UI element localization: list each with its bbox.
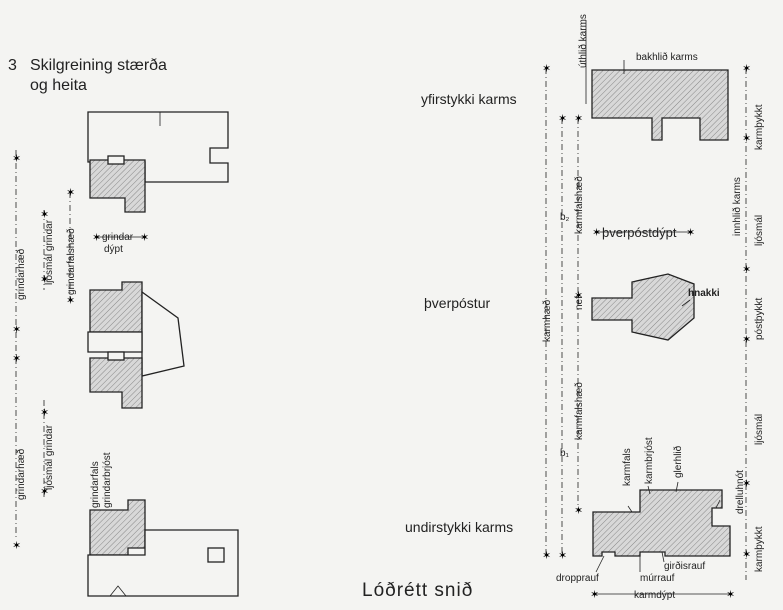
- label-undirstykki-karms: undirstykki karms: [405, 519, 513, 535]
- label-nef: nef: [574, 296, 585, 310]
- svg-text:✶: ✶: [12, 324, 21, 336]
- section-heading: 3 Skilgreining stærða og heita: [8, 56, 167, 96]
- label-bakhlid-karms: bakhlið karms: [636, 51, 698, 63]
- svg-text:✶: ✶: [686, 227, 695, 239]
- label-karmfals: karmfals: [622, 448, 633, 486]
- svg-text:✶: ✶: [742, 549, 751, 561]
- label-grindarhaed-top: grindarhæð: [15, 248, 27, 300]
- label-karmfalshaed-bottom: karmfalshæð: [573, 382, 585, 440]
- label-karmhaed: karmhæð: [541, 299, 553, 342]
- svg-text:✶: ✶: [742, 334, 751, 346]
- svg-text:✶: ✶: [742, 264, 751, 276]
- left-bottom-sash-section: [87, 499, 239, 597]
- svg-text:✶: ✶: [742, 133, 751, 145]
- svg-text:✶: ✶: [12, 153, 21, 165]
- label-drelluhnot: drelluhnót: [735, 470, 746, 514]
- label-innhlid-karms: innhlið karms: [731, 177, 743, 236]
- label-thverpostur: þverpóstur: [424, 295, 490, 311]
- svg-text:✶: ✶: [40, 274, 49, 286]
- label-postthykkt: póstþykkt: [754, 298, 765, 340]
- label-grindarfalshaed: grindarfalshæð: [65, 228, 77, 295]
- svg-text:✶: ✶: [92, 232, 101, 244]
- label-ljosmal-top: ljósmál: [754, 215, 765, 246]
- svg-text:✶: ✶: [140, 232, 149, 244]
- svg-text:✶: ✶: [558, 550, 567, 562]
- label-girdisrauf: girðisrauf: [664, 560, 705, 572]
- svg-text:✶: ✶: [40, 209, 49, 221]
- label-dropprauf: dropprauf: [556, 573, 599, 584]
- svg-text:✶: ✶: [742, 63, 751, 75]
- svg-text:✶: ✶: [558, 113, 567, 125]
- label-murrauf: múrrauf: [640, 573, 675, 584]
- svg-text:✶: ✶: [542, 63, 551, 75]
- label-karmdypt: karmdýpt: [634, 590, 675, 601]
- svg-text:✶: ✶: [590, 589, 599, 601]
- svg-text:✶: ✶: [40, 407, 49, 419]
- leader-lines: [595, 60, 721, 573]
- section-title-line1: Skilgreining stærða: [30, 57, 167, 74]
- svg-text:✶: ✶: [574, 113, 583, 125]
- label-karmthykkt-top: karmþykkt: [754, 104, 765, 150]
- label-glerhlid: glerhlið: [672, 445, 684, 478]
- label-grindarfals: grindarfals: [90, 461, 101, 508]
- label-grindarhaed-bottom: grindarhæð: [15, 448, 27, 500]
- section-title-line2: og heita: [30, 77, 87, 94]
- label-b1: b₁: [560, 448, 570, 459]
- svg-text:✶: ✶: [726, 589, 735, 601]
- label-grindardypt-line2: dýpt: [104, 244, 123, 255]
- label-thverpostdypt: þverpóstdýpt: [602, 225, 677, 240]
- label-yfirstykki-karms: yfirstykki karms: [421, 91, 517, 107]
- label-b2: b₂: [560, 212, 570, 223]
- label-grindardypt-line1: grindar: [102, 232, 134, 243]
- label-hnakki: hnakki: [688, 288, 720, 299]
- right-dimension-lines: ✶ ✶ ✶ ✶ ✶ ✶ ✶ ✶ ✶ ✶ ✶ ✶ ✶ ✶ ✶ ✶ ✶: [542, 20, 751, 601]
- svg-text:✶: ✶: [742, 478, 751, 490]
- label-karmbrjost: karmbrjóst: [644, 437, 655, 484]
- frame-head-section: [591, 69, 729, 141]
- left-dimension-lines: ✶ ✶ ✶ ✶ ✶ ✶ ✶ ✶ ✶ ✶ ✶ ✶: [12, 150, 149, 552]
- frame-sill-section: [592, 489, 731, 557]
- label-karmfalshaed-top: karmfalshæð: [573, 176, 585, 234]
- svg-text:✶: ✶: [592, 227, 601, 239]
- left-middle-sash-section: [87, 281, 185, 409]
- svg-text:✶: ✶: [40, 486, 49, 498]
- svg-text:✶: ✶: [12, 540, 21, 552]
- caption-lodrett-snid: Lóðrétt snið: [362, 580, 473, 601]
- label-ljosmal-grindar-top: ljósmál grindar: [44, 219, 55, 285]
- section-number: 3: [8, 57, 17, 74]
- svg-text:✶: ✶: [66, 295, 75, 307]
- transom-section: [591, 273, 695, 341]
- svg-text:✶: ✶: [574, 505, 583, 517]
- svg-text:✶: ✶: [542, 550, 551, 562]
- label-karmthykkt-bottom: karmþykkt: [754, 526, 765, 572]
- left-top-sash-section: [87, 111, 229, 213]
- svg-text:✶: ✶: [66, 187, 75, 199]
- label-uthlid-karms: úthlið karms: [577, 14, 589, 68]
- svg-text:✶: ✶: [574, 290, 583, 302]
- svg-text:✶: ✶: [12, 353, 21, 365]
- label-ljosmal-bottom: ljósmál: [754, 414, 765, 445]
- label-grindarbrjost: grindarbrjóst: [102, 452, 113, 508]
- label-ljosmal-grindar-bottom: ljósmál grindar: [44, 424, 55, 490]
